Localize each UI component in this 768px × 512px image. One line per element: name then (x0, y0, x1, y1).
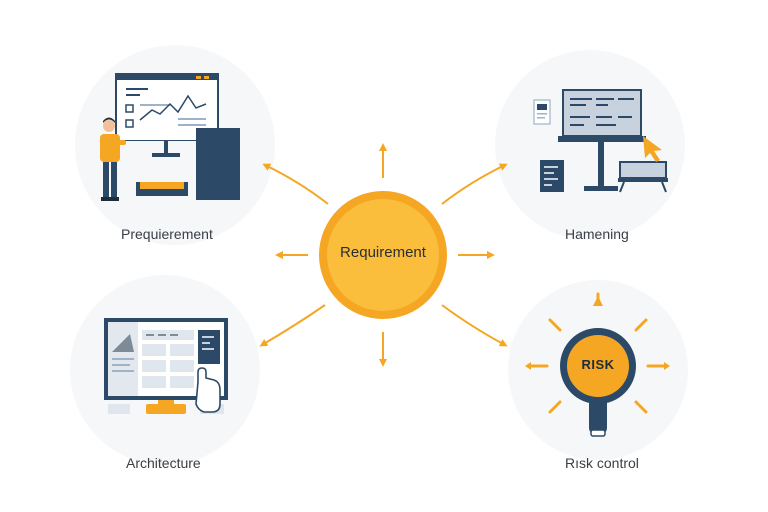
center-sun (319, 191, 447, 319)
arrow-down-right (441, 304, 508, 347)
node-label-hamening: Hamening (565, 226, 629, 242)
presentation-board-icon (115, 73, 240, 200)
center-node-label: Requirement (340, 244, 426, 261)
risk-bulb-icon (525, 292, 670, 437)
node-label-prequierement: Prequierement (121, 226, 213, 242)
arrow-up-right (441, 163, 508, 205)
node-label-risk-control: Rısk control (565, 455, 639, 471)
risk-badge-label: RISK (581, 357, 615, 372)
arrow-down-left (259, 304, 326, 347)
desk-workstation-icon (533, 89, 668, 193)
radial-arrows (259, 143, 508, 367)
monitor-touch-icon (104, 318, 228, 414)
person-icon (100, 117, 126, 201)
node-label-architecture: Architecture (126, 455, 201, 471)
arrow-up-left (262, 163, 329, 205)
